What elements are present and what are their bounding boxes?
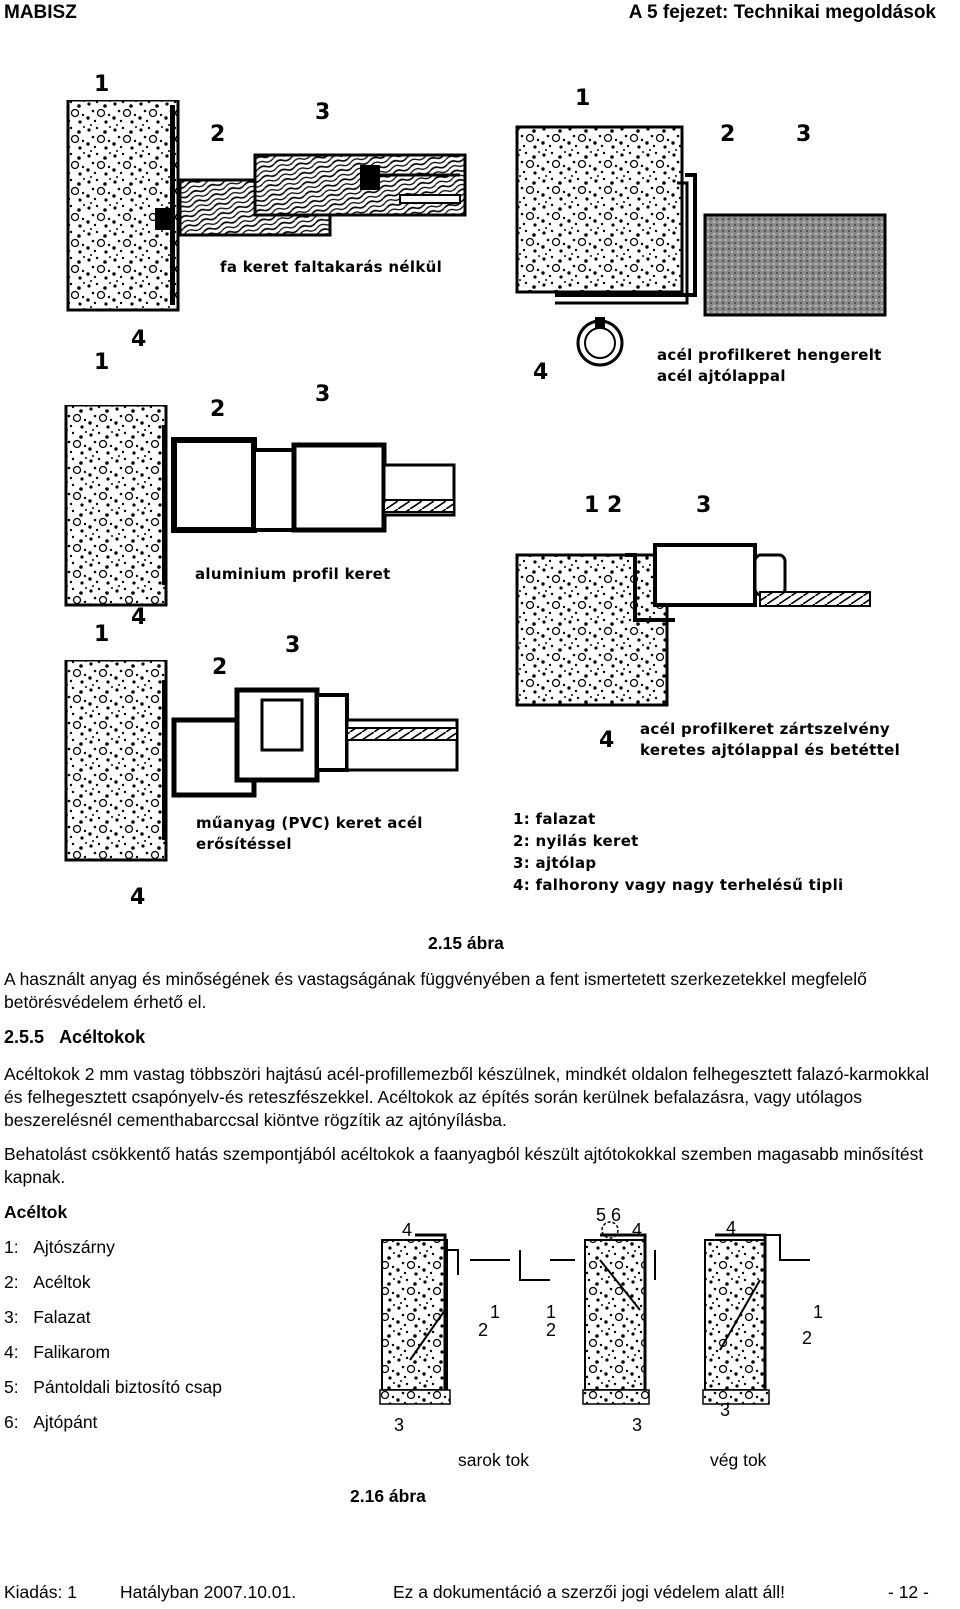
- pvc-label-2: erősítéssel: [196, 835, 292, 853]
- figure-2-15: 1 2 3 4 fa keret faltakarás nélkül 1 2 3…: [64, 72, 901, 910]
- steel-rolled-label-1: acél profilkeret hengerelt: [657, 346, 882, 364]
- list-item: 5: Pántoldali biztosító csap: [4, 1377, 222, 1397]
- callout-4c: 4: [131, 605, 147, 630]
- section-title: Acéltokok: [59, 1027, 146, 1047]
- steel-rolled-frame-detail: [515, 125, 887, 367]
- steel-box-label-1: acél profilkeret zártszelvény: [640, 720, 891, 738]
- callout-3d: 3: [696, 493, 712, 518]
- legend-item: 4: falhorony vagy nagy terhelésű tipli: [513, 876, 844, 894]
- fig216-callout-4: 4: [402, 1220, 413, 1240]
- callout-4e: 4: [130, 885, 146, 910]
- paragraph-3: Behatolást csökkentő hatás szempontjából…: [4, 1144, 924, 1187]
- wood-frame-detail: [66, 100, 467, 312]
- steel-box-frame-detail: [515, 543, 871, 707]
- fig216-callout-1m: 1: [546, 1302, 557, 1322]
- list-title: Acéltok: [4, 1202, 68, 1222]
- fig216-callout-1: 1: [490, 1302, 501, 1322]
- callout-2e: 2: [212, 655, 228, 680]
- label-end-frame: vég tok: [710, 1450, 767, 1470]
- fig216-callout-4m: 4: [632, 1220, 643, 1240]
- figure-caption-2-15: 2.15 ábra: [428, 933, 504, 953]
- fig216-callout-2r: 2: [802, 1328, 813, 1348]
- footer-page-number: - 12 -: [888, 1582, 929, 1602]
- section-heading: 2.5.5 Acéltokok: [4, 1027, 145, 1048]
- callout-3b: 3: [796, 122, 812, 147]
- fig216-callout-3: 3: [394, 1415, 405, 1435]
- callout-1e: 1: [94, 622, 110, 647]
- steel-rolled-label-2: acél ajtólappal: [657, 367, 786, 385]
- aluminium-frame-detail: [64, 405, 456, 607]
- callout-3c: 3: [315, 382, 331, 407]
- callout-1b: 1: [575, 86, 591, 111]
- footer-edition: Kiadás: 1: [4, 1582, 77, 1602]
- pvc-label-1: műanyag (PVC) keret acél: [196, 814, 423, 832]
- callout-4: 4: [131, 327, 147, 352]
- footer-valid: Hatályban 2007.10.01.: [120, 1582, 297, 1602]
- callout-2c: 2: [210, 397, 226, 422]
- callout-12d: 1 2: [584, 493, 623, 518]
- header-right: A 5 fejezet: Technikai megoldások: [628, 2, 936, 23]
- aluminium-label: aluminium profil keret: [195, 565, 391, 583]
- fig216-callout-2m: 2: [546, 1320, 557, 1340]
- fig216-callout-3m: 3: [632, 1415, 643, 1435]
- legend-item: 1: falazat: [513, 810, 596, 828]
- steel-box-label-2: keretes ajtólappal és betéttel: [640, 741, 901, 759]
- legend-item: 2: nyilás keret: [513, 832, 639, 850]
- list-item: 4: Falikarom: [4, 1342, 111, 1362]
- wood-frame-label: fa keret faltakarás nélkül: [220, 258, 443, 276]
- list-item: 2: Acéltok: [4, 1272, 91, 1292]
- pvc-frame-detail: [64, 660, 459, 862]
- fig216-callout-56: 5 6: [596, 1205, 622, 1225]
- figure-2-16: 4 1 2 3 5 6 4 1 2 3 4 1 2 3: [370, 1200, 890, 1440]
- paragraph-1: A használt anyag és minőségének és vasta…: [4, 969, 867, 1012]
- callout-4b: 4: [533, 360, 549, 385]
- figure-caption-2-16: 2.16 ábra: [350, 1486, 426, 1506]
- fig216-callout-2: 2: [478, 1320, 489, 1340]
- callout-2: 2: [210, 122, 226, 147]
- callout-1: 1: [94, 72, 110, 97]
- list-item: 1: Ajtószárny: [4, 1237, 115, 1257]
- paragraph-2: Acéltokok 2 mm vastag többszöri hajtású …: [4, 1064, 930, 1130]
- fig216-callout-3r: 3: [720, 1400, 731, 1420]
- list-item: 6: Ajtópánt: [4, 1412, 98, 1432]
- label-corner-frame: sarok tok: [458, 1450, 529, 1470]
- header-left: MABISZ: [4, 2, 77, 23]
- callout-3: 3: [315, 100, 331, 125]
- callout-1c: 1: [94, 350, 110, 375]
- footer-copyright: Ez a dokumentáció a szerzői jogi védelem…: [393, 1582, 786, 1602]
- section-number: 2.5.5: [4, 1027, 45, 1047]
- list-item: 3: Falazat: [4, 1307, 91, 1327]
- legend-item: 3: ajtólap: [513, 854, 597, 872]
- fig216-callout-4r: 4: [726, 1218, 737, 1238]
- callout-2b: 2: [720, 122, 736, 147]
- callout-3e: 3: [285, 633, 301, 658]
- fig216-callout-1r: 1: [813, 1302, 824, 1322]
- callout-4d: 4: [599, 728, 615, 753]
